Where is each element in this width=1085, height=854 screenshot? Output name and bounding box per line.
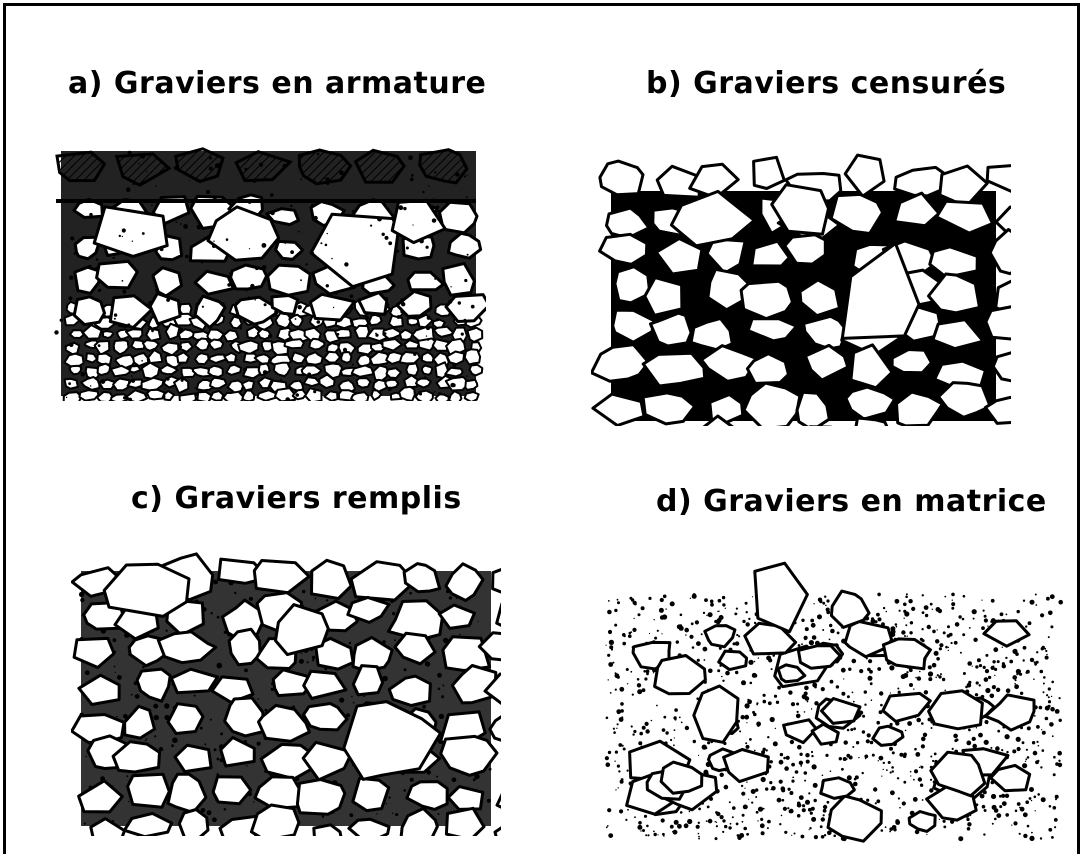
fine-gravel xyxy=(465,349,480,364)
gravel-clast xyxy=(754,157,785,188)
fine-gravel xyxy=(65,379,78,389)
fine-gravel xyxy=(422,352,434,362)
armour-stone xyxy=(57,152,105,180)
panel-c-title: c) Graviers remplis xyxy=(131,481,462,516)
fine-gravel xyxy=(385,380,398,389)
gravel-clast xyxy=(873,726,903,745)
gravel-clast xyxy=(404,564,440,592)
fine-gravel xyxy=(341,352,351,363)
gravel-clast xyxy=(984,621,1029,646)
gravel-clast xyxy=(600,234,647,264)
panel-d-title: d) Graviers en matrice xyxy=(656,484,1047,519)
armour-stone xyxy=(420,150,467,183)
gravel-clast xyxy=(661,762,702,793)
gravel-clast xyxy=(719,651,747,670)
fine-gravel xyxy=(130,366,141,373)
gravel-clast xyxy=(645,278,682,316)
panel-c-illustration xyxy=(71,551,501,836)
gravel-clast xyxy=(128,774,170,807)
figure-frame: a) Graviers en armature b) Graviers cens… xyxy=(3,3,1080,854)
fine-gravel xyxy=(389,316,403,327)
fine-gravel xyxy=(468,328,483,342)
fine-gravel xyxy=(208,366,222,377)
fine-gravel xyxy=(98,364,111,376)
gravel-clast xyxy=(821,778,855,799)
gravel-clast xyxy=(591,345,648,382)
fine-gravel xyxy=(70,366,81,375)
gravel-clast xyxy=(705,626,735,647)
fine-gravel xyxy=(147,390,165,400)
panel-b-illustration xyxy=(591,151,1011,426)
fine-gravel xyxy=(465,392,479,401)
fine-gravel xyxy=(416,391,433,401)
fine-gravel xyxy=(305,388,321,401)
fine-gravel xyxy=(275,388,295,401)
fine-gravel xyxy=(195,353,209,364)
gravel-clast xyxy=(741,281,792,318)
gravel-clast xyxy=(493,565,501,593)
panel-a-title: a) Graviers en armature xyxy=(68,66,486,101)
gravel-clast xyxy=(798,646,840,669)
medium-gravel xyxy=(231,265,267,289)
large-stone xyxy=(755,563,808,632)
fine-gravel xyxy=(357,355,371,367)
fine-gravel xyxy=(210,391,223,401)
gravel-clast xyxy=(929,691,983,729)
gravel-clast xyxy=(312,560,352,598)
gravel-clast xyxy=(883,693,930,721)
fine-gravel xyxy=(372,390,382,400)
fine-gravel xyxy=(422,366,432,375)
fine-gravel xyxy=(70,330,84,338)
medium-gravel xyxy=(74,297,104,325)
panel-d-illustration xyxy=(601,554,1071,844)
gravel-clast xyxy=(314,825,342,836)
fine-gravel xyxy=(416,379,431,388)
gravel-clast xyxy=(497,603,501,631)
gravel-clast xyxy=(724,750,769,782)
gravel-clast xyxy=(845,155,884,196)
gravel-clast xyxy=(225,698,264,736)
panel-b-title: b) Graviers censurés xyxy=(646,66,1006,101)
fine-gravel xyxy=(103,331,114,338)
fine-gravel xyxy=(79,390,98,401)
gravel-clast xyxy=(987,164,1011,194)
fine-gravel xyxy=(180,394,197,402)
fine-gravel xyxy=(242,380,254,390)
gravel-clast xyxy=(985,695,1034,730)
gravel-clast xyxy=(828,796,881,841)
fine-gravel xyxy=(357,378,371,387)
fine-gravel xyxy=(223,392,244,401)
gravel-clast xyxy=(909,812,935,832)
fine-gravel xyxy=(470,365,483,376)
gravel-clast xyxy=(297,780,344,815)
fine-gravel xyxy=(309,339,324,350)
gravel-clast xyxy=(490,714,501,743)
fine-gravel xyxy=(369,315,381,325)
fine-gravel xyxy=(209,340,223,350)
medium-gravel xyxy=(268,265,311,295)
gravel-clast xyxy=(179,810,208,837)
panel-a-illustration xyxy=(46,141,486,401)
gravel-clast xyxy=(495,823,501,836)
fine-gravel xyxy=(400,352,420,364)
fine-gravel xyxy=(435,394,449,401)
gravel-clast xyxy=(497,784,501,815)
fine-gravel xyxy=(113,379,129,391)
medium-gravel xyxy=(97,261,138,288)
fine-gravel xyxy=(399,387,415,401)
fine-gravel xyxy=(465,380,477,390)
fine-gravel xyxy=(285,339,304,348)
gravel-clast xyxy=(600,161,643,195)
gravel-clast xyxy=(353,778,389,810)
fine-gravel xyxy=(406,363,418,375)
fine-gravel xyxy=(97,354,111,365)
